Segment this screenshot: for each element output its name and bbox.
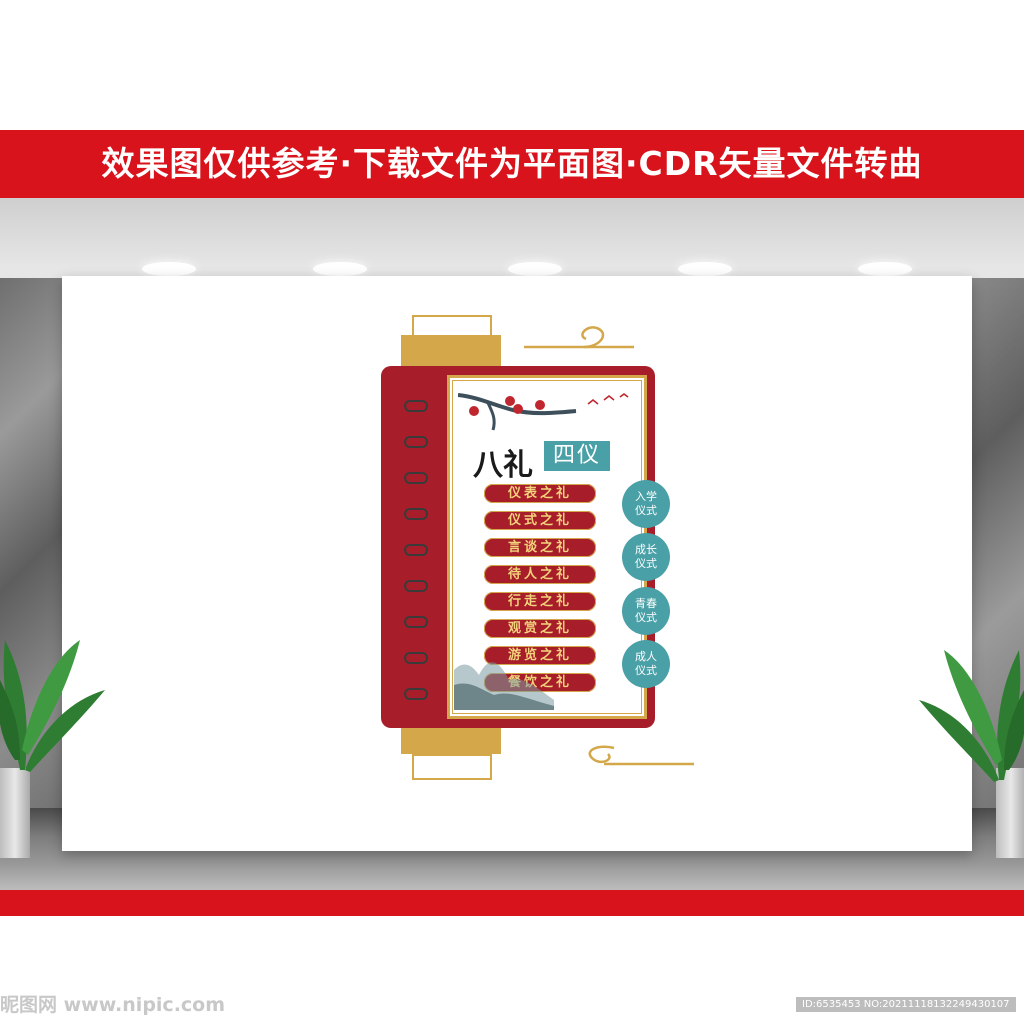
ceremony-line: 成长 <box>635 543 657 556</box>
ceremony-line: 仪式 <box>635 611 657 624</box>
spotlight <box>142 262 196 276</box>
bottom-banner <box>0 890 1024 916</box>
rite-item: 游览之礼 <box>484 646 596 665</box>
watermark-site: 昵图网 www.nipic.com <box>0 994 226 1016</box>
ceremony-line: 仪式 <box>635 664 657 677</box>
watermark-id: ID:6535453 NO:20211118132249430107 <box>796 997 1016 1012</box>
panel-subtitle-badge: 四仪 <box>544 441 610 471</box>
binder-ring-icon <box>404 400 428 412</box>
top-margin <box>0 0 1024 130</box>
ceremony-badge: 成人 仪式 <box>622 640 670 688</box>
ceremony-badge: 入学 仪式 <box>622 480 670 528</box>
plant-pot-right <box>996 768 1024 858</box>
spotlight <box>508 262 562 276</box>
binder-ring-icon <box>404 508 428 520</box>
birds-icon <box>587 393 629 405</box>
ink-mountain-icon <box>454 662 554 710</box>
binder-ring-icon <box>404 436 428 448</box>
rite-item: 观赏之礼 <box>484 619 596 638</box>
plum-branch-icon <box>458 393 577 431</box>
plant-icon <box>919 650 1024 782</box>
ceremony-badge: 成长 仪式 <box>622 533 670 581</box>
rite-item: 仪式之礼 <box>484 511 596 530</box>
rite-item: 行走之礼 <box>484 592 596 611</box>
plant-icon <box>0 640 105 772</box>
binder-ring-icon <box>404 544 428 556</box>
binder-ring-icon <box>404 616 428 628</box>
ceremony-line: 入学 <box>635 490 657 503</box>
top-banner: 效果图仅供参考·下载文件为平面图·CDR矢量文件转曲 <box>0 130 1024 198</box>
spotlight <box>313 262 367 276</box>
cloud-icon <box>524 326 634 349</box>
binder-ring-icon <box>404 580 428 592</box>
spotlight <box>678 262 732 276</box>
gold-lattice-bottom <box>412 754 492 780</box>
ceremony-badge: 青春 仪式 <box>622 587 670 635</box>
gold-block-top <box>401 335 501 369</box>
rite-item: 仪表之礼 <box>484 484 596 503</box>
ceremony-line: 青春 <box>635 597 657 610</box>
ceremony-line: 仪式 <box>635 504 657 517</box>
spotlight <box>858 262 912 276</box>
binder-ring-icon <box>404 652 428 664</box>
plant-pot-left <box>0 768 30 858</box>
binder-ring-icon <box>404 472 428 484</box>
panel-title: 八礼 <box>473 448 533 483</box>
gold-lattice-top <box>412 315 492 337</box>
gold-block-bottom <box>401 728 501 754</box>
ceremony-line: 仪式 <box>635 557 657 570</box>
binder-ring-icon <box>404 688 428 700</box>
rite-item: 待人之礼 <box>484 565 596 584</box>
cloud-icon <box>588 745 694 766</box>
ceremony-line: 成人 <box>635 650 657 663</box>
rite-item: 言谈之礼 <box>484 538 596 557</box>
